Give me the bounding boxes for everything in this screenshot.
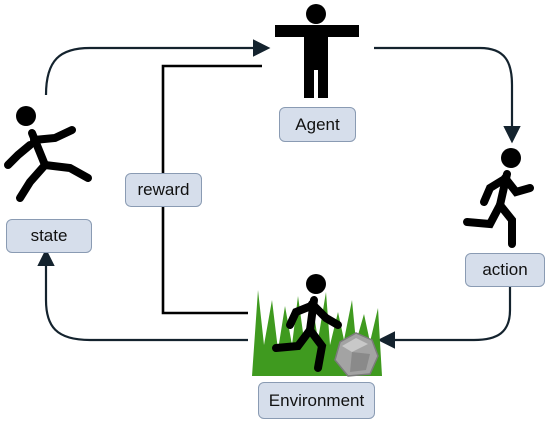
arrow-action-to-environment — [377, 287, 512, 349]
rock-icon — [334, 332, 379, 377]
reward-label: reward — [125, 173, 202, 207]
action-label: action — [465, 253, 545, 287]
running-person-icon — [463, 148, 534, 248]
falling-person-icon — [4, 106, 92, 202]
state-label: state — [6, 219, 92, 253]
arrow-agent-to-action — [374, 46, 521, 144]
environment-label: Environment — [258, 382, 375, 419]
agent-label: Agent — [279, 107, 356, 142]
arrow-state-to-agent — [44, 39, 271, 96]
person-arms-out-icon — [275, 4, 359, 98]
arrow-environment-to-state — [37, 248, 248, 342]
